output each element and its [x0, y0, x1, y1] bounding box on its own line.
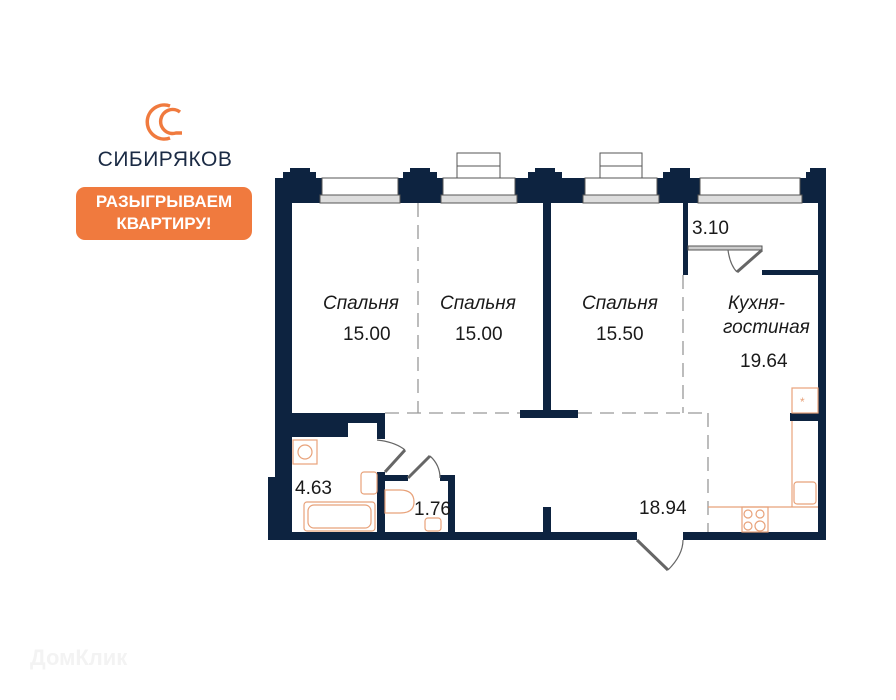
- hood-icon: [791, 387, 819, 414]
- promo-line-1: РАЗЫГРЫВАЕМ: [95, 192, 233, 211]
- svg-text:*: *: [800, 395, 805, 409]
- sink-icon: [360, 471, 378, 495]
- watermark: ДомКлик: [30, 645, 128, 670]
- windows: [319, 152, 803, 251]
- room-name: гостиная: [723, 317, 810, 338]
- room-area: 15.00: [455, 324, 503, 345]
- fixtures: *: [292, 387, 819, 533]
- room-labels: Спальня 15.00 Спальня 15.00 Спальня 15.5…: [295, 218, 810, 520]
- promo-line-2: КВАРТИРУ!: [116, 214, 212, 233]
- room-area: 15.50: [596, 324, 644, 345]
- walls: [268, 168, 826, 540]
- bathtub-icon: [303, 501, 376, 532]
- stove-icon: [741, 506, 769, 533]
- room-area: 4.63: [295, 478, 332, 499]
- room-area: 3.10: [692, 218, 729, 239]
- room-area: 1.76: [414, 499, 451, 520]
- room-area: 15.00: [343, 324, 391, 345]
- washing-machine-icon: [292, 439, 318, 465]
- toilet-icon: [384, 489, 415, 514]
- doors: [376, 248, 763, 572]
- room-area: 18.94: [639, 498, 687, 519]
- room-name: Спальня: [440, 293, 516, 314]
- room-area: 19.64: [740, 351, 788, 372]
- room-name: Спальня: [323, 293, 399, 314]
- promo-badge[interactable]: РАЗЫГРЫВАЕМ КВАРТИРУ!: [76, 187, 252, 240]
- sink-small-icon: [424, 517, 442, 532]
- kitchen-sink-icon: [793, 481, 817, 505]
- room-name: Кухня-: [728, 293, 785, 314]
- zone-dividers: [385, 203, 709, 532]
- brand-name: СИБИРЯКОВ: [97, 148, 233, 171]
- brand-logo-icon: [145, 103, 182, 141]
- room-name: Спальня: [582, 293, 658, 314]
